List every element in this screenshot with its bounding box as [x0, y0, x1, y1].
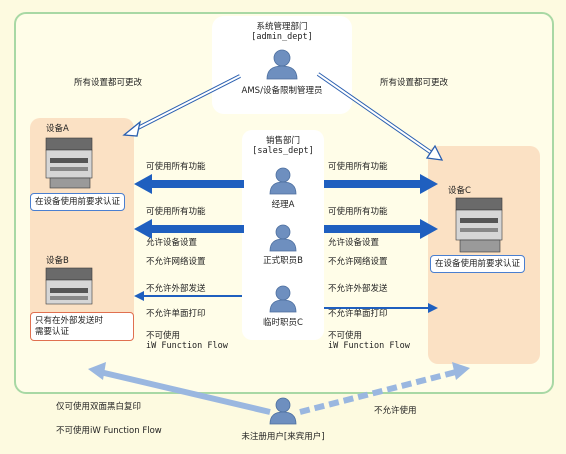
admin-dept-id: [admin_dept] — [251, 32, 313, 42]
admin-arrow-right — [316, 72, 444, 161]
left-perm-staff-1: 可使用所有功能 — [146, 207, 206, 217]
printer-icon-device-b — [45, 267, 93, 305]
staff-person-icon — [269, 224, 297, 252]
sales-dept-name: 销售部门 — [265, 136, 300, 146]
guest-left-permission-2: 不可使用iW Function Flow — [56, 426, 162, 436]
admin-right-permission: 所有设置都可更改 — [380, 78, 449, 88]
right-perm-temp-2: 不允许单面打印 — [328, 309, 388, 319]
admin-left-permission: 所有设置都可更改 — [74, 78, 143, 88]
admin-arrow-left — [122, 74, 241, 137]
user-staff-label: 正式职员B — [263, 256, 303, 266]
user-temp-label: 临时职员C — [263, 318, 303, 328]
admin-dept-name: 系统管理部门 — [256, 22, 308, 32]
right-perm-staff-2: 允许设备设置 — [328, 238, 380, 248]
left-perm-temp-3: 不可使用 — [146, 331, 181, 341]
guest-right-permission: 不允许使用 — [374, 406, 417, 416]
right-perm-temp-3: 不可使用 — [328, 331, 363, 341]
device-a-name: 设备A — [46, 124, 69, 134]
temp-staff-person-icon — [269, 285, 297, 313]
manager-arrows — [134, 174, 438, 194]
admin-role-label: AMS/设备限制管理员 — [241, 86, 323, 96]
guest-arrow-left — [88, 362, 271, 415]
left-perm-temp-4: iW Function Flow — [146, 341, 228, 351]
printer-icon-device-c — [455, 197, 503, 253]
right-perm-temp-4: iW Function Flow — [328, 341, 410, 351]
left-perm-staff-3: 不允许网络设置 — [146, 257, 206, 267]
device-b-name: 设备B — [46, 256, 69, 266]
device-a-note: 在设备使用前要求认证 — [30, 193, 126, 212]
device-c-name: 设备C — [448, 186, 471, 196]
guest-arrow-right — [299, 362, 470, 415]
device-b-note: 只有在外部发送时 需要认证 — [30, 312, 134, 342]
temp-staff-arrows — [134, 291, 438, 313]
right-perm-staff-1: 可使用所有功能 — [328, 207, 388, 217]
sales-dept-id: [sales_dept] — [252, 146, 314, 156]
manager-person-icon — [269, 167, 297, 195]
guest-left-permission-1: 仅可使用双面黑白复印 — [56, 402, 142, 412]
left-perm-temp-1: 不允许外部发送 — [146, 284, 206, 294]
right-perm-temp-1: 不允许外部发送 — [328, 284, 388, 294]
right-perm-manager: 可使用所有功能 — [328, 162, 388, 172]
printer-icon-device-a — [45, 137, 93, 189]
admin-person-icon — [266, 49, 298, 80]
guest-label: 未注册用户[来宾用户] — [241, 432, 325, 442]
left-perm-temp-2: 不允许单面打印 — [146, 309, 206, 319]
left-perm-manager: 可使用所有功能 — [146, 162, 206, 172]
left-perm-staff-2: 允许设备设置 — [146, 238, 198, 248]
device-c-note: 在设备使用前要求认证 — [430, 255, 526, 274]
staff-arrows — [134, 219, 438, 239]
user-manager-label: 经理A — [271, 200, 295, 210]
right-perm-staff-3: 不允许网络设置 — [328, 257, 388, 267]
guest-person-icon — [269, 397, 297, 425]
